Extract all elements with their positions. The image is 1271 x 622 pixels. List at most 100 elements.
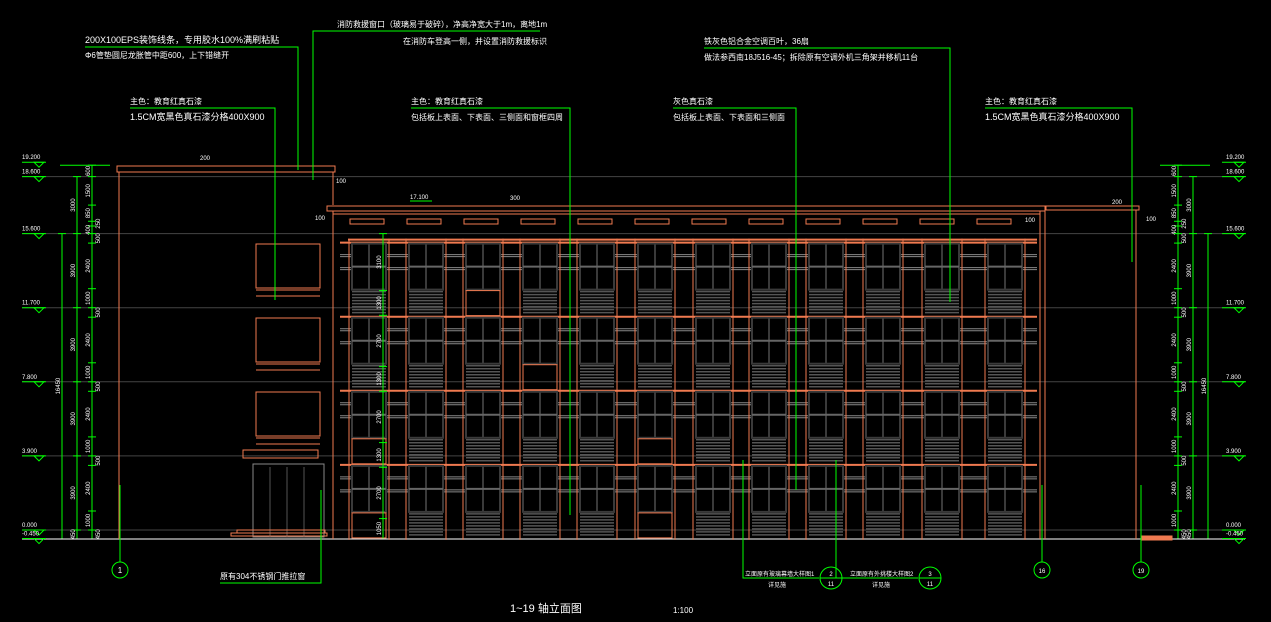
dim-200-left: 200 (200, 156, 211, 162)
fire-rescue-panel (522, 364, 558, 391)
dim-text: 1500 (86, 184, 92, 198)
axis-bubble-19[interactable]: 19 (1132, 561, 1150, 579)
level-triangle (1232, 176, 1246, 183)
main-parapet (326, 205, 1046, 212)
vent-slot (862, 218, 898, 225)
level-label: 19.200 (1226, 155, 1245, 161)
level-label: 15.600 (1226, 227, 1245, 233)
detail1-sub: 详见施 (768, 581, 786, 589)
level-label: 3.900 (1226, 449, 1242, 455)
dim-text: 1000 (86, 513, 92, 527)
dim-text: 450 (1187, 529, 1193, 540)
detail2-callout[interactable]: 3 11 (918, 566, 942, 590)
dim-text: 500 (96, 307, 102, 318)
fire-window-note-line2: 在消防车登高一侧，并设置消防救援标识 (403, 36, 547, 46)
dim-text: 2400 (1172, 259, 1178, 273)
dim-text: 2400 (1172, 407, 1178, 421)
level-label: 7.800 (1226, 375, 1242, 381)
dim-text: 1000 (1172, 439, 1178, 453)
left-grid-note: 1.5CM宽黑色真石漆分格400X900 (130, 111, 265, 122)
dim-text: 500 (1182, 455, 1188, 466)
level-label: -0.450 (1226, 532, 1244, 538)
dim-text: 600 (1172, 165, 1178, 176)
right-grid-note: 1.5CM宽黑色真石漆分格400X900 (985, 111, 1120, 122)
vent-slot (406, 218, 442, 225)
eps-note-line2: Φ6管垫圆尼龙胀管中距600，上下错缝开 (85, 50, 229, 60)
dim-text: 3900 (71, 412, 77, 426)
axis-bubble-1[interactable]: 1 (111, 561, 129, 579)
balcony (255, 317, 321, 363)
dim-text: 500 (96, 381, 102, 392)
detail1-callout[interactable]: 2 11 (819, 566, 843, 590)
level-label: 19.200 (22, 155, 41, 161)
drawing-scale: 1:100 (673, 606, 694, 615)
axis-label: 16 (1039, 569, 1046, 575)
axis-label: 1 (118, 566, 123, 575)
balcony (255, 243, 321, 289)
level-triangle (32, 538, 46, 545)
dim-text: 850 (86, 208, 92, 219)
dim-text: 1050 (377, 521, 383, 535)
level-label: 11.700 (1226, 301, 1245, 307)
left-tower-coping (116, 165, 336, 173)
level-triangle (32, 455, 46, 462)
dim-text: 2400 (86, 407, 92, 421)
vent-slot (577, 218, 613, 225)
dim-200-right: 200 (1112, 200, 1123, 206)
mid-main-color-note: 主色：教育红真石漆 (411, 96, 483, 106)
door-note: 原有304不锈钢门推拉窗 (220, 571, 305, 581)
level-triangle (1232, 381, 1246, 388)
detail2-sheet: 11 (927, 582, 934, 588)
level-label: 3.900 (22, 449, 38, 455)
level-triangle (1232, 455, 1246, 462)
vent-slot (919, 218, 955, 225)
drawing-title: 1~19 轴立面图 (510, 601, 582, 615)
dim-text: 2400 (1172, 333, 1178, 347)
dim-text: 500 (96, 455, 102, 466)
dim-text: 3900 (71, 337, 77, 351)
dim-100-a: 100 (336, 179, 347, 185)
dim-text: 3900 (1187, 337, 1193, 351)
dim-text: 1000 (1172, 365, 1178, 379)
dim-300: 300 (510, 196, 521, 202)
vent-slot (976, 218, 1012, 225)
window-grid (340, 238, 1037, 540)
grey-scope-note: 包括板上表面、下表面和三侧面 (673, 112, 785, 122)
level-triangle (32, 161, 46, 168)
axis-label: 19 (1138, 569, 1145, 575)
dim-text: 3900 (1187, 486, 1193, 500)
dim-text: 3900 (1187, 412, 1193, 426)
level-triangle (32, 307, 46, 314)
entrance-door (252, 463, 325, 538)
dim-text: 2400 (86, 259, 92, 273)
leader-lines (85, 30, 1142, 584)
dim-text: 16450 (56, 377, 62, 394)
level-label: 7.800 (22, 375, 38, 381)
axis-bubble-16[interactable]: 16 (1033, 561, 1051, 579)
left-main-color-note: 主色：教育红真石漆 (130, 96, 202, 106)
louver-note-line1: 铁灰色铝合金空调百叶，36扇 (704, 36, 809, 46)
dim-text: 1300 (377, 372, 383, 386)
fire-rescue-panel (465, 290, 501, 317)
fire-rescue-panel (637, 512, 673, 539)
level-label: 18.600 (22, 170, 41, 176)
level-label: 0.000 (22, 523, 38, 529)
right-plinth (1141, 535, 1173, 541)
vent-slot (520, 218, 556, 225)
dim-text: 1000 (86, 365, 92, 379)
dim-text: 1300 (377, 296, 383, 310)
detail1-text: 立面原有玻璃幕墙大样图1 (745, 570, 815, 578)
fire-rescue-panel (351, 438, 387, 465)
level-label: 11.700 (22, 301, 41, 307)
dim-text: 400 (1172, 224, 1178, 235)
detail1-sheet: 11 (828, 582, 835, 588)
dim-text: 450 (71, 529, 77, 540)
dim-text: 1000 (1172, 291, 1178, 305)
dim-text: 2400 (86, 333, 92, 347)
louver-note-line2: 做法参西南18J516-45；拆除原有空调外机三角架并移机11台 (704, 52, 918, 62)
dim-text: 400 (86, 224, 92, 235)
dim-text: 3000 (71, 198, 77, 212)
dim-text: 1000 (86, 439, 92, 453)
